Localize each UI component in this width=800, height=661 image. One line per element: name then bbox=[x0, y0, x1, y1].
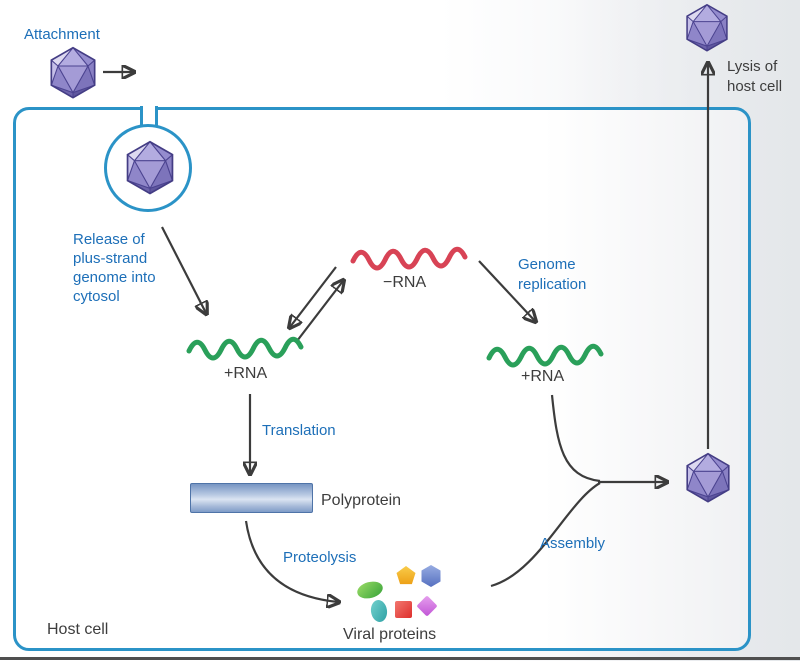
lysis-label: Lysis of host cell bbox=[727, 58, 783, 95]
teal-oval-icon bbox=[370, 600, 388, 622]
virion-icon-assembled bbox=[686, 452, 730, 503]
plus-rna-wave-1-icon bbox=[186, 336, 304, 361]
virion-icon-released bbox=[686, 3, 728, 52]
virion-icon-vesicle bbox=[126, 140, 174, 195]
polyprotein-label: Polyprotein bbox=[321, 492, 402, 509]
green-bean-icon bbox=[357, 581, 383, 599]
membrane-gap bbox=[142, 105, 155, 113]
magenta-diamond-icon bbox=[417, 596, 437, 616]
red-square-icon bbox=[395, 601, 412, 618]
host-cell-label: Host cell bbox=[47, 621, 109, 638]
translation-label: Translation bbox=[262, 422, 336, 439]
blue-hexagon-icon bbox=[421, 565, 441, 587]
genome-replication-label: Genome replication bbox=[518, 256, 587, 293]
virion-icon-attachment bbox=[50, 46, 96, 99]
viral-proteins-cluster bbox=[357, 565, 441, 622]
plus-rna-2-label: +RNA bbox=[521, 368, 565, 385]
bottom-rule bbox=[0, 657, 800, 660]
plus-rna-wave-2-icon bbox=[486, 343, 604, 368]
proteolysis-label: Proteolysis bbox=[283, 549, 357, 566]
polyprotein-bar-icon bbox=[190, 483, 313, 513]
plus-rna-1-label: +RNA bbox=[224, 365, 268, 382]
minus-rna-label: −RNA bbox=[383, 274, 427, 291]
membrane-invagination-left bbox=[140, 106, 143, 129]
viral-proteins-label: Viral proteins bbox=[343, 626, 437, 643]
assembly-label: Assembly bbox=[540, 535, 606, 552]
orange-pentagon-icon bbox=[396, 566, 416, 585]
release-label: Release of plus-strand genome into cytos… bbox=[73, 231, 156, 305]
membrane-invagination-right bbox=[155, 106, 158, 129]
minus-rna-wave-icon bbox=[350, 246, 468, 271]
attachment-label: Attachment bbox=[24, 26, 100, 43]
